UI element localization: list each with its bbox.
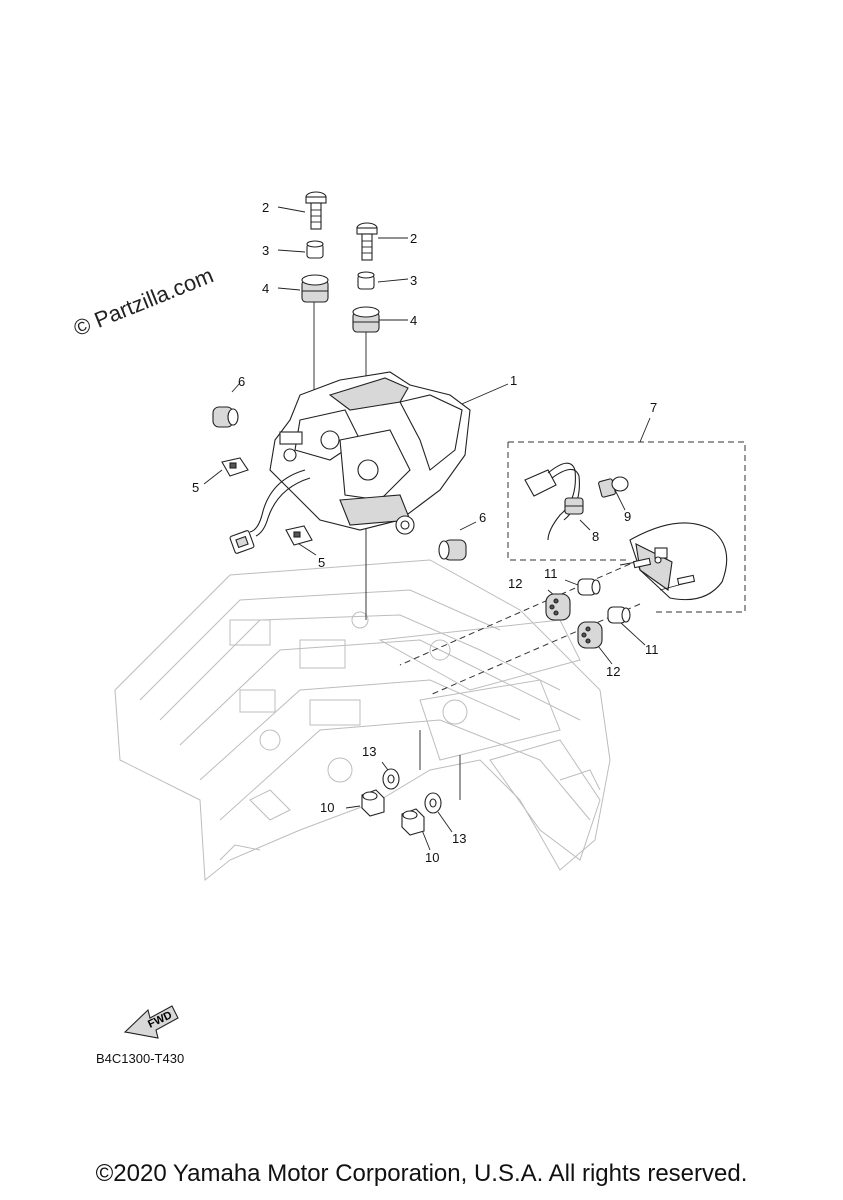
callout-13-upper: 13	[362, 744, 376, 759]
callout-labels: 1 2 2 3 3 4 4 5 5 6 6 7 8 9 10 10 11 11 …	[192, 200, 659, 865]
callout-4-right: 4	[410, 313, 417, 328]
callout-7: 7	[650, 400, 657, 415]
collar-left	[306, 240, 324, 259]
license-light-box	[507, 441, 746, 613]
washer-upper	[382, 768, 400, 790]
clip-nut-upper	[221, 457, 249, 477]
bolt-left	[305, 191, 327, 230]
callout-5-upper: 5	[192, 480, 199, 495]
grommet-left	[301, 274, 329, 303]
collar-11-upper	[577, 578, 601, 596]
callout-8: 8	[592, 529, 599, 544]
copyright-notice: ©2020 Yamaha Motor Corporation, U.S.A. A…	[95, 1160, 748, 1187]
callout-11-upper: 11	[544, 566, 558, 581]
bolt-right	[356, 222, 378, 261]
callout-9: 9	[624, 509, 631, 524]
callout-4-left: 4	[262, 281, 269, 296]
callout-12-upper: 12	[508, 576, 522, 591]
bulb	[598, 476, 629, 498]
grommet-right	[352, 306, 380, 333]
callout-6-upper: 6	[238, 374, 245, 389]
grommet-12-lower	[577, 621, 603, 649]
frame-ghost	[114, 559, 611, 881]
callout-2-left: 2	[262, 200, 269, 215]
tail-light-assembly	[229, 371, 471, 554]
callout-13-lower: 13	[452, 831, 466, 846]
callout-2-right: 2	[410, 231, 417, 246]
callout-10-lower: 10	[425, 850, 439, 865]
fwd-arrow: FWD	[123, 1005, 179, 1039]
collar-11-lower	[607, 606, 631, 624]
side-grommet-lower	[438, 539, 467, 561]
diagram-code: B4C1300-T430	[96, 1051, 185, 1066]
callout-1: 1	[510, 373, 517, 388]
callout-3-right: 3	[410, 273, 417, 288]
callout-11-lower: 11	[645, 642, 659, 657]
bulb-socket-cord	[524, 462, 584, 541]
clip-nut-lower	[285, 525, 313, 546]
washer-lower	[424, 792, 442, 814]
callout-6-lower: 6	[479, 510, 486, 525]
collar-right	[357, 271, 375, 290]
nut-upper	[361, 789, 385, 817]
license-light-housing	[619, 522, 728, 601]
side-grommet-upper	[212, 406, 239, 428]
leader-lines	[203, 206, 651, 851]
grommet-12-upper	[545, 593, 571, 621]
callout-10-upper: 10	[320, 800, 334, 815]
callout-5-lower: 5	[318, 555, 325, 570]
callout-3-left: 3	[262, 243, 269, 258]
callout-12-lower: 12	[606, 664, 620, 679]
nut-lower	[401, 808, 425, 836]
